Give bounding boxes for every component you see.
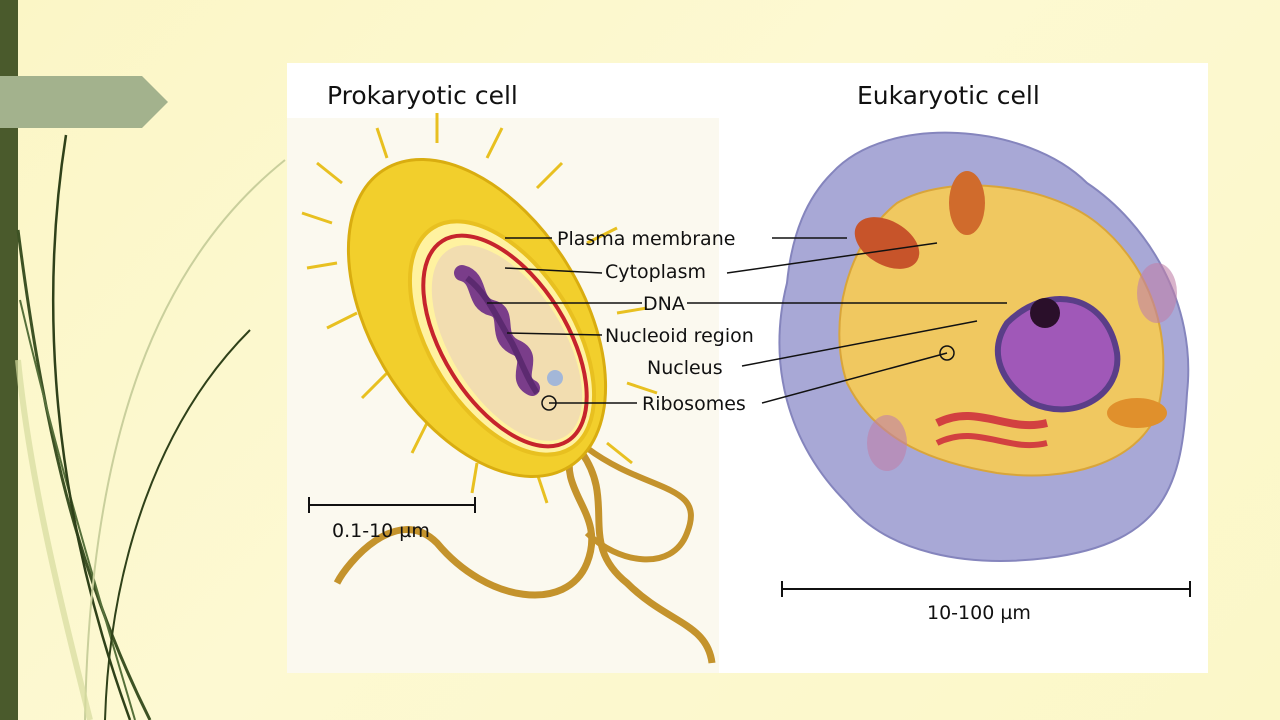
eukaryote-scale-label: 10-100 µm xyxy=(927,602,1031,624)
label-plasma-membrane: Plasma membrane xyxy=(557,228,735,250)
cell-comparison-diagram: Prokaryotic cell Eukaryotic cell Plasma … xyxy=(287,63,1208,673)
label-cytoplasm: Cytoplasm xyxy=(605,261,706,283)
prokaryote-scale-bar xyxy=(308,497,476,513)
decorative-swooshes xyxy=(15,134,286,720)
eukaryote-illustration xyxy=(778,131,1190,562)
prokaryote-scale-label: 0.1-10 µm xyxy=(332,520,430,542)
label-nucleus: Nucleus xyxy=(647,357,723,379)
label-nucleoid-region: Nucleoid region xyxy=(605,325,754,347)
eukaryote-title: Eukaryotic cell xyxy=(857,81,1040,110)
prokaryote-title: Prokaryotic cell xyxy=(327,81,518,110)
leader-lines xyxy=(487,237,1007,404)
eukaryote-scale-bar xyxy=(781,581,1191,597)
slide-tab-arrow xyxy=(0,76,168,128)
prokaryote-illustration xyxy=(301,113,716,664)
left-accent-bar xyxy=(0,0,18,720)
label-dna: DNA xyxy=(643,293,685,315)
label-ribosomes: Ribosomes xyxy=(642,393,746,415)
